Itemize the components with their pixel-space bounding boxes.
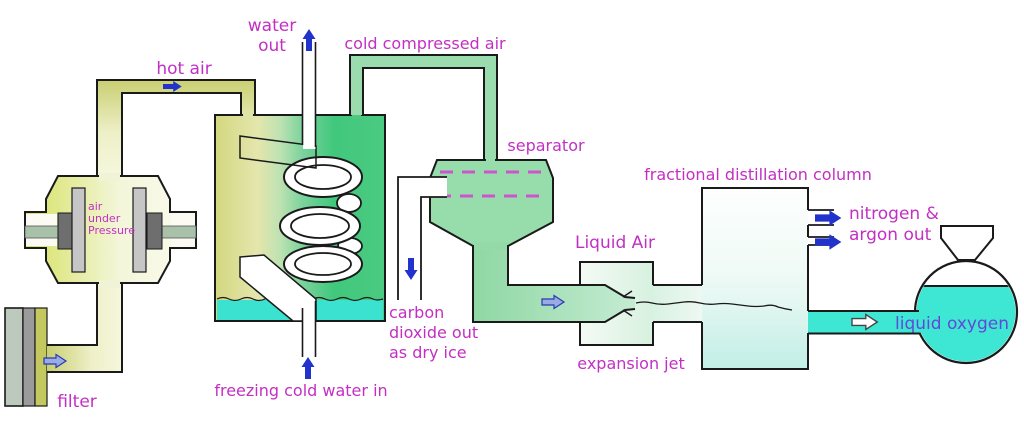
hot-air-pipe xyxy=(96,79,256,177)
flask-neck xyxy=(940,225,994,261)
piston-hub-left xyxy=(57,212,74,250)
cold-compressed-air-pipe xyxy=(349,54,498,160)
nitrogen-argon-label-line2: argon out xyxy=(849,225,932,245)
air-under-pressure-label-line1: air xyxy=(88,200,103,213)
filter-plate-inner xyxy=(22,307,36,407)
pipe-junction-mask xyxy=(352,113,361,119)
liquid-air-flow-pipe xyxy=(472,242,636,323)
filter-element xyxy=(34,307,48,407)
air-under-pressure-label-line2: under xyxy=(88,212,121,225)
compressor-body xyxy=(24,175,197,284)
fractional-distillation-column-label: fractional distillation column xyxy=(644,165,872,184)
separator-label: separator xyxy=(507,136,585,155)
water-out-passage xyxy=(239,135,317,169)
cold-compressed-air-label: cold compressed air xyxy=(344,34,506,53)
pipe-junction-mask xyxy=(99,173,120,181)
compressor-shaft-left xyxy=(24,225,59,239)
liquid-oxygen-flask xyxy=(913,225,1019,365)
column-liquid xyxy=(703,310,807,368)
water-out-pipe-walls xyxy=(301,42,317,147)
piston-hub-right xyxy=(146,212,163,250)
freezing-water-in-arrow xyxy=(301,357,315,379)
water-in-pipe-walls xyxy=(301,301,317,357)
water-out-pipe xyxy=(303,42,316,149)
co2-label-line3: as dry ice xyxy=(389,343,467,362)
filter-plate-outer xyxy=(4,307,24,407)
compressor: air under Pressure xyxy=(24,173,197,288)
liquid-oxygen-label: liquid oxygen xyxy=(895,314,1009,334)
liquid-surface-wave xyxy=(635,301,793,311)
cooling-coil xyxy=(279,156,363,283)
hot-air-label: hot air xyxy=(156,59,211,79)
expansion-jet-label: expansion jet xyxy=(577,354,685,373)
nitrogen-argon-label-line1: nitrogen & xyxy=(849,204,939,224)
pipe-junction-mask xyxy=(243,113,253,119)
piston-plate-right xyxy=(132,187,147,273)
separator-vessel xyxy=(429,157,554,247)
liquid-air-label: Liquid Air xyxy=(575,233,655,253)
distillation-column xyxy=(701,187,834,370)
nozzle-tips xyxy=(622,290,633,317)
filter-label: filter xyxy=(57,392,97,412)
air-under-pressure-label-line3: Pressure xyxy=(88,224,135,237)
water-in-pipe xyxy=(302,303,316,357)
co2-label-line2: dioxide out xyxy=(389,323,478,342)
freezing-cold-water-in-label: freezing cold water in xyxy=(214,381,387,400)
pipe-junction-mask xyxy=(474,242,507,250)
expansion-jet-box xyxy=(579,261,654,346)
filter-to-compressor-pipe xyxy=(47,283,123,373)
gas-outlet-stubs xyxy=(808,209,834,246)
water-out-label-line1: water xyxy=(248,16,296,36)
piston-plate-left xyxy=(71,187,86,273)
co2-out-pipe xyxy=(397,176,447,300)
pipe-junction-mask xyxy=(99,280,120,288)
compressor-shaft-right xyxy=(161,225,197,239)
diagram-labels: filter hot air water out cold compressed… xyxy=(57,16,1009,412)
nitrogen-out-arrow-1 xyxy=(815,210,842,226)
co2-label-line1: carbon xyxy=(389,303,444,322)
filter-unit xyxy=(4,307,48,407)
pipe-junction-mask xyxy=(486,157,495,163)
water-out-label-line2: out xyxy=(258,36,286,56)
heat-exchanger xyxy=(214,42,386,357)
jet-to-column-channel xyxy=(653,284,702,323)
